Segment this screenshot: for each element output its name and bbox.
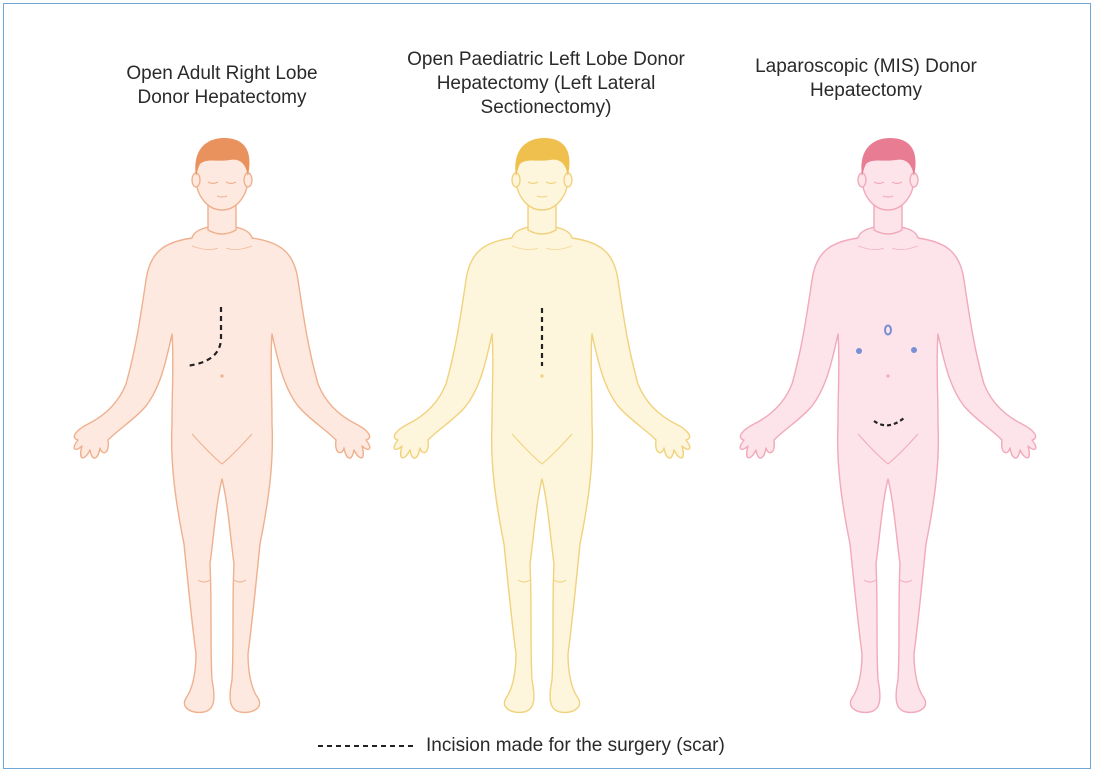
body-silhouette <box>74 226 370 712</box>
navel <box>220 374 223 377</box>
body-silhouette <box>740 226 1036 712</box>
body-figure-laparoscopic <box>728 134 1048 722</box>
title-open-adult-right-lobe: Open Adult Right Lobe Donor Hepatectomy <box>52 62 392 110</box>
body-silhouette <box>394 226 690 712</box>
navel <box>540 374 543 377</box>
navel <box>886 374 889 377</box>
right-port-icon <box>911 347 917 353</box>
body-figure-open-adult <box>62 134 382 722</box>
legend: Incision made for the surgery (scar) <box>318 733 725 759</box>
title-laparoscopic-mis: Laparoscopic (MIS) Donor Hepatectomy <box>696 55 1036 103</box>
legend-dashed-line-icon <box>318 743 414 749</box>
body-figure-open-paediatric <box>382 134 702 722</box>
title-open-paediatric-left-lobe: Open Paediatric Left Lobe Donor Hepatect… <box>376 48 716 120</box>
left-port-icon <box>856 348 862 354</box>
legend-label: Incision made for the surgery (scar) <box>426 735 725 757</box>
